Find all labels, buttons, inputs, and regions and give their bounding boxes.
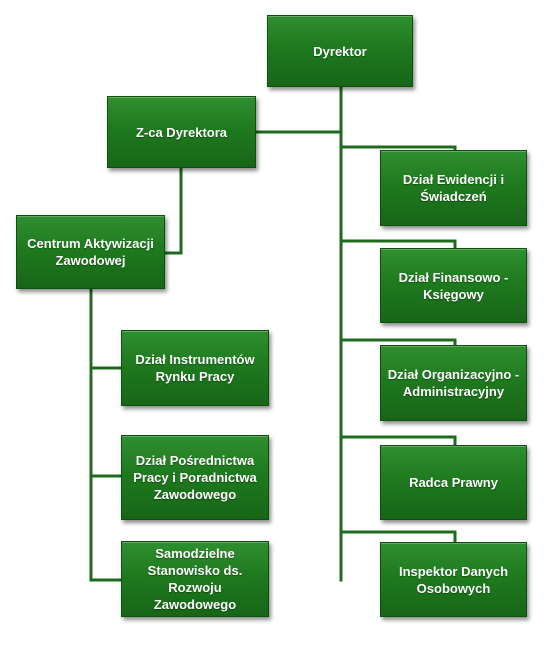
- unit-box-radca: Radca Prawny: [380, 445, 527, 520]
- deputy-director-label: Z-ca Dyrektora: [135, 124, 228, 140]
- connector-radca: [339, 435, 457, 447]
- centre-box: Centrum Aktywizacji Zawodowej: [16, 215, 165, 289]
- connector-ido: [339, 530, 457, 544]
- connector-doa: [339, 338, 457, 347]
- centre-label: Centrum Aktywizacji Zawodowej: [27, 236, 154, 268]
- unit-label-ewidencji: Dział Ewidencji i Świadczeń: [402, 172, 505, 204]
- unit-box-finansowo: Dział Finansowo - Księgowy: [380, 248, 527, 323]
- unit-label-inspektor: Inspektor Danych Osobowych: [398, 563, 509, 596]
- unit-box-inspektor: Inspektor Danych Osobowych: [380, 542, 527, 617]
- unit-box-posrednictwa: Dział Pośrednictwa Pracy i Poradnictwa Z…: [121, 435, 269, 520]
- unit-label-samodzielne: Samodzielne Stanowisko ds. Rozwoju Zawod…: [147, 546, 243, 612]
- unit-box-organizacyjno: Dział Organizacyjno - Administracyjny: [380, 345, 527, 421]
- unit-box-samodzielne: Samodzielne Stanowisko ds. Rozwoju Zawod…: [121, 541, 269, 617]
- connector-dfk: [339, 239, 457, 250]
- unit-label-finansowo: Dział Finansowo - Księgowy: [398, 269, 509, 302]
- unit-label-posrednictwa: Dział Pośrednictwa Pracy i Poradnictwa Z…: [133, 453, 257, 502]
- unit-box-ewidencji: Dział Ewidencji i Świadczeń: [380, 150, 527, 226]
- deputy-director-box: Z-ca Dyrektora: [107, 96, 256, 168]
- director-label: Dyrektor: [313, 43, 367, 59]
- connector-dew: [339, 145, 457, 152]
- director-box: Dyrektor: [267, 15, 413, 87]
- unit-box-instrumentow: Dział Instrumentów Rynku Pracy: [121, 330, 269, 406]
- connector-deputy-centre: [163, 166, 183, 255]
- unit-label-organizacyjno: Dział Organizacyjno - Administracyjny: [387, 367, 520, 399]
- unit-label-instrumentow: Dział Instrumentów Rynku Pracy: [135, 352, 255, 384]
- unit-label-radca: Radca Prawny: [409, 475, 498, 490]
